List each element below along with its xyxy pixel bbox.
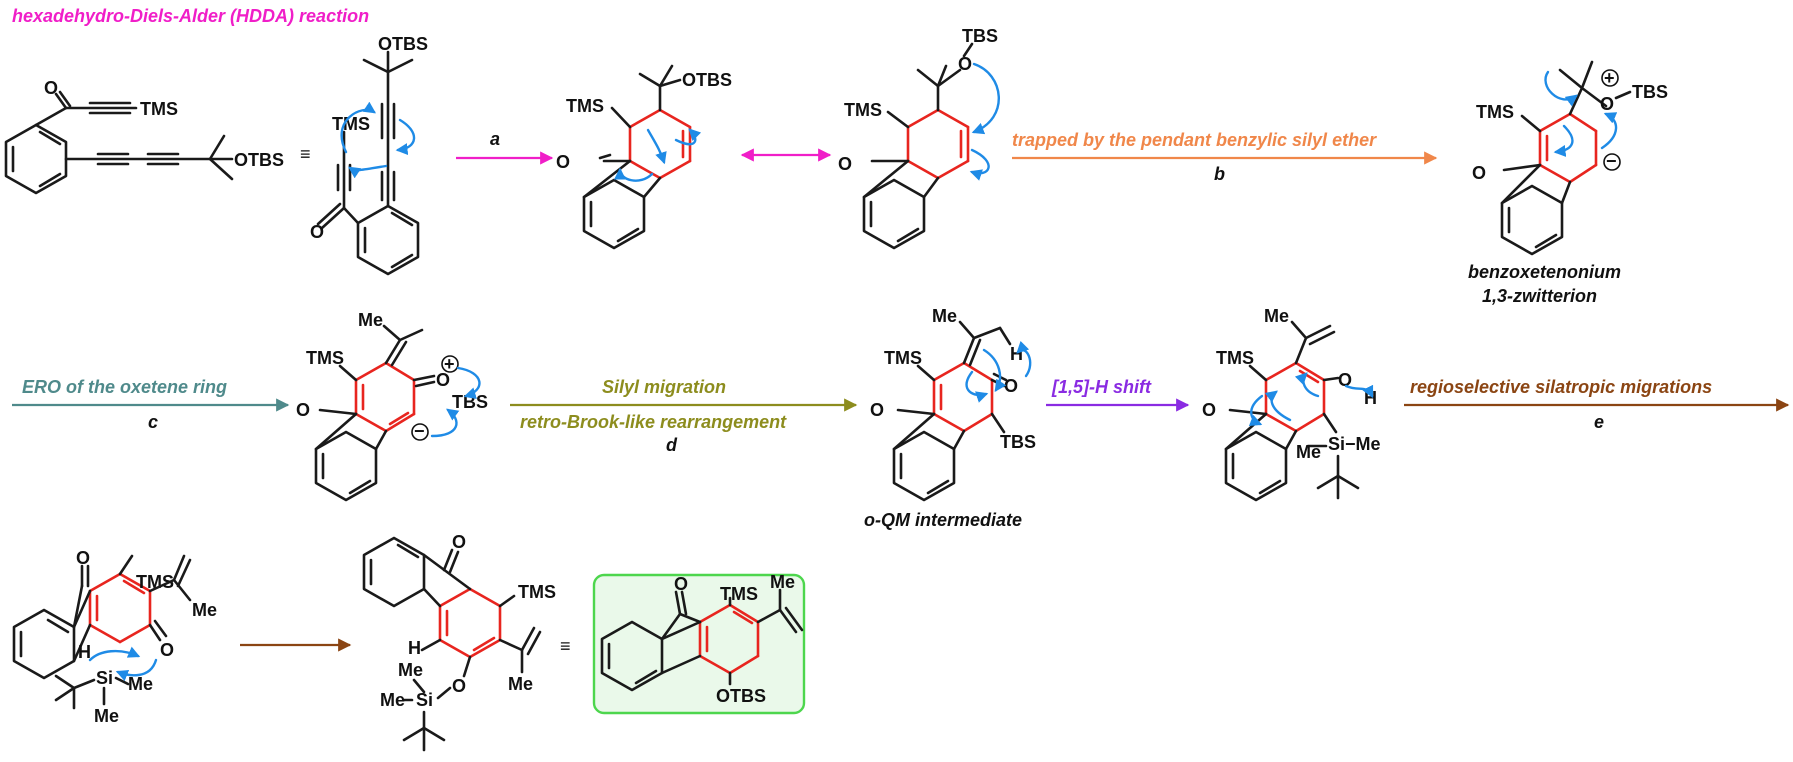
svg-text:TMS: TMS: [566, 96, 604, 116]
svg-text:TMS: TMS: [1216, 348, 1254, 368]
svg-text:TMS: TMS: [140, 99, 178, 119]
svg-text:O: O: [1600, 94, 1614, 114]
svg-text:Me: Me: [358, 310, 383, 330]
svg-text:TMS: TMS: [884, 348, 922, 368]
svg-text:O: O: [556, 152, 570, 172]
svg-text:TBS: TBS: [962, 26, 998, 46]
step-d-text: Silyl migration: [602, 377, 726, 397]
svg-text:O: O: [436, 370, 450, 390]
step-a-label: a: [490, 129, 500, 149]
svg-text:H: H: [408, 638, 421, 658]
svg-text:Me: Me: [770, 572, 795, 592]
svg-text:O: O: [674, 574, 688, 594]
svg-text:+: +: [444, 354, 455, 374]
scheme-title: hexadehydro-Diels-Alder (HDDA) reaction: [12, 6, 369, 26]
svg-text:H: H: [1010, 344, 1023, 364]
aryne-intermediate-1: O TMS OTBS: [556, 64, 732, 250]
svg-text:−: −: [1606, 151, 1617, 171]
svg-text:OTBS: OTBS: [682, 70, 732, 90]
svg-text:OTBS: OTBS: [716, 686, 766, 706]
caption-benzoxetenonium: benzoxetenonium: [1468, 262, 1621, 282]
svg-text:O: O: [310, 222, 324, 242]
svg-text:Me: Me: [192, 600, 217, 620]
equiv-sign-2: ≡: [560, 636, 571, 656]
svg-text:O: O: [958, 54, 972, 74]
step-e-text: regioselective silatropic migrations: [1410, 377, 1712, 397]
svg-text:Me: Me: [380, 690, 405, 710]
step-d-label: d: [666, 435, 678, 455]
svg-text:Si−Me: Si−Me: [1328, 434, 1381, 454]
svg-text:O: O: [1004, 376, 1018, 396]
svg-text:OTBS: OTBS: [378, 34, 428, 54]
svg-text:Me: Me: [1264, 306, 1289, 326]
svg-text:O: O: [870, 400, 884, 420]
svg-text:O: O: [1472, 163, 1486, 183]
oqm-intermediate: O TMS Me H O TBS: [870, 306, 1036, 502]
starting-material: O TMS OTBS: [4, 78, 284, 195]
svg-text:O: O: [1202, 400, 1216, 420]
benzoxetenonium-zwitterion: O TMS O TBS + −: [1472, 60, 1668, 256]
svg-text:TBS: TBS: [452, 392, 488, 412]
svg-text:O: O: [160, 640, 174, 660]
svg-text:Me: Me: [932, 306, 957, 326]
svg-text:TMS: TMS: [306, 348, 344, 368]
step-b-text: trapped by the pendant benzylic silyl et…: [1012, 130, 1377, 150]
folded-triyne: O TMS OTBS: [310, 34, 428, 276]
svg-text:TMS: TMS: [518, 582, 556, 602]
svg-text:Me: Me: [508, 674, 533, 694]
phenol-intermediate: O TMS Me O H Si−Me Me: [1202, 306, 1381, 502]
svg-text:O: O: [296, 400, 310, 420]
svg-text:Si: Si: [416, 690, 433, 710]
svg-text:O: O: [452, 532, 466, 552]
svg-text:H: H: [1364, 388, 1377, 408]
svg-text:TMS: TMS: [136, 572, 174, 592]
svg-text:TMS: TMS: [844, 100, 882, 120]
svg-text:Me: Me: [398, 660, 423, 680]
caption-zwitterion: 1,3-zwitterion: [1482, 286, 1597, 306]
svg-text:TBS: TBS: [1632, 82, 1668, 102]
svg-text:O: O: [452, 676, 466, 696]
svg-text:O: O: [44, 78, 58, 98]
svg-text:OTBS: OTBS: [234, 150, 284, 170]
svg-text:TMS: TMS: [720, 584, 758, 604]
svg-text:TMS: TMS: [1476, 102, 1514, 122]
dienone-intermediate: O TMS Me O H Si Me Me: [12, 548, 217, 726]
step-c-label: c: [148, 412, 158, 432]
step-e-label: e: [1594, 412, 1604, 432]
svg-text:O: O: [1338, 370, 1352, 390]
svg-text:Me: Me: [1296, 442, 1321, 462]
final-product: O TMS Me OTBS: [600, 572, 804, 706]
caption-oqm: o-QM intermediate: [864, 510, 1022, 530]
step-d-sub: retro-Brook-like rearrangement: [520, 412, 787, 432]
aryne-intermediate-2: O TMS O TBS: [838, 26, 1000, 250]
svg-text:O: O: [838, 154, 852, 174]
svg-text:O: O: [76, 548, 90, 568]
ero-product: O TMS Me O TBS + −: [296, 310, 488, 502]
svg-text:Me: Me: [94, 706, 119, 726]
svg-text:TBS: TBS: [1000, 432, 1036, 452]
step-b-label: b: [1214, 164, 1225, 184]
svg-text:−: −: [414, 421, 425, 441]
svg-text:H: H: [78, 642, 91, 662]
svg-text:Me: Me: [128, 674, 153, 694]
svg-text:Si: Si: [96, 668, 113, 688]
silyl-ether-product: O TMS H O Si Me Me Me: [362, 532, 556, 752]
equiv-sign-1: ≡: [300, 144, 311, 164]
step-c-text: ERO of the oxetene ring: [22, 377, 227, 397]
step-15h-text: [1,5]-H shift: [1051, 377, 1152, 397]
svg-text:+: +: [1604, 68, 1615, 88]
